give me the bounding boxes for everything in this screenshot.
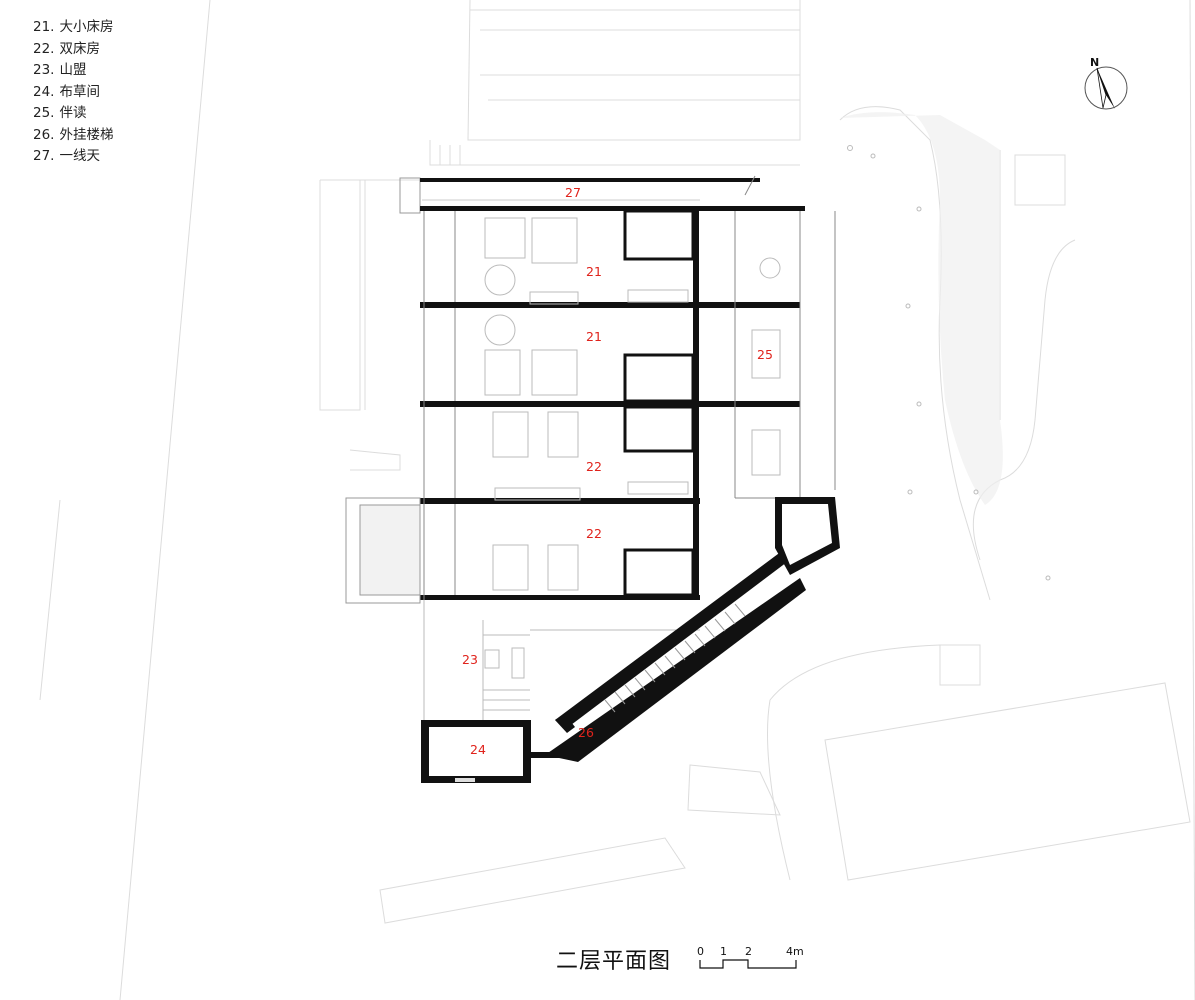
label-21a: 21 (586, 264, 602, 279)
label-26: 26 (578, 725, 594, 740)
legend-item: 27.一线天 (33, 148, 100, 164)
stair-26 (545, 545, 806, 762)
label-22b: 22 (586, 526, 602, 541)
scale-0: 0 (697, 945, 704, 958)
room-24 (421, 720, 571, 783)
legend: 21.大小床房 22.双床房 23.山盟 24.布草间 25.伴读 26.外挂楼… (33, 17, 113, 168)
room-labels: 27 21 21 22 22 25 23 24 26 (462, 185, 773, 757)
landscape-band (840, 112, 1003, 505)
scale-4m: 4m (786, 945, 804, 958)
bathrooms (623, 209, 695, 597)
stair-tower (775, 497, 840, 575)
legend-item: 21.大小床房 (33, 19, 114, 35)
legend-item: 26.外挂楼梯 (33, 126, 114, 143)
legend-item: 25.伴读 (33, 105, 87, 121)
room-partitions (423, 211, 836, 600)
scale-2: 2 (745, 945, 752, 958)
legend-item: 23.山盟 (33, 62, 87, 78)
label-21b: 21 (586, 329, 602, 344)
north-arrow-icon: N (1084, 56, 1128, 110)
balcony (345, 497, 421, 604)
area-23 (423, 600, 700, 720)
site-context (39, 0, 1195, 1000)
label-22a: 22 (586, 459, 602, 474)
label-27: 27 (565, 185, 581, 200)
furniture (484, 217, 781, 591)
label-25: 25 (757, 347, 773, 362)
legend-item: 22.双床房 (33, 40, 100, 57)
corridor-27 (399, 175, 760, 214)
site-markers (847, 145, 1051, 581)
scale-1: 1 (720, 945, 727, 958)
scale-bar: 0 1 2 4m (697, 945, 804, 969)
north-label: N (1090, 56, 1099, 69)
legend-item: 24.布草间 (33, 83, 100, 100)
label-23: 23 (462, 652, 478, 667)
room-block (420, 206, 805, 600)
plan-title: 二层平面图 (556, 949, 672, 974)
label-24: 24 (470, 742, 486, 757)
